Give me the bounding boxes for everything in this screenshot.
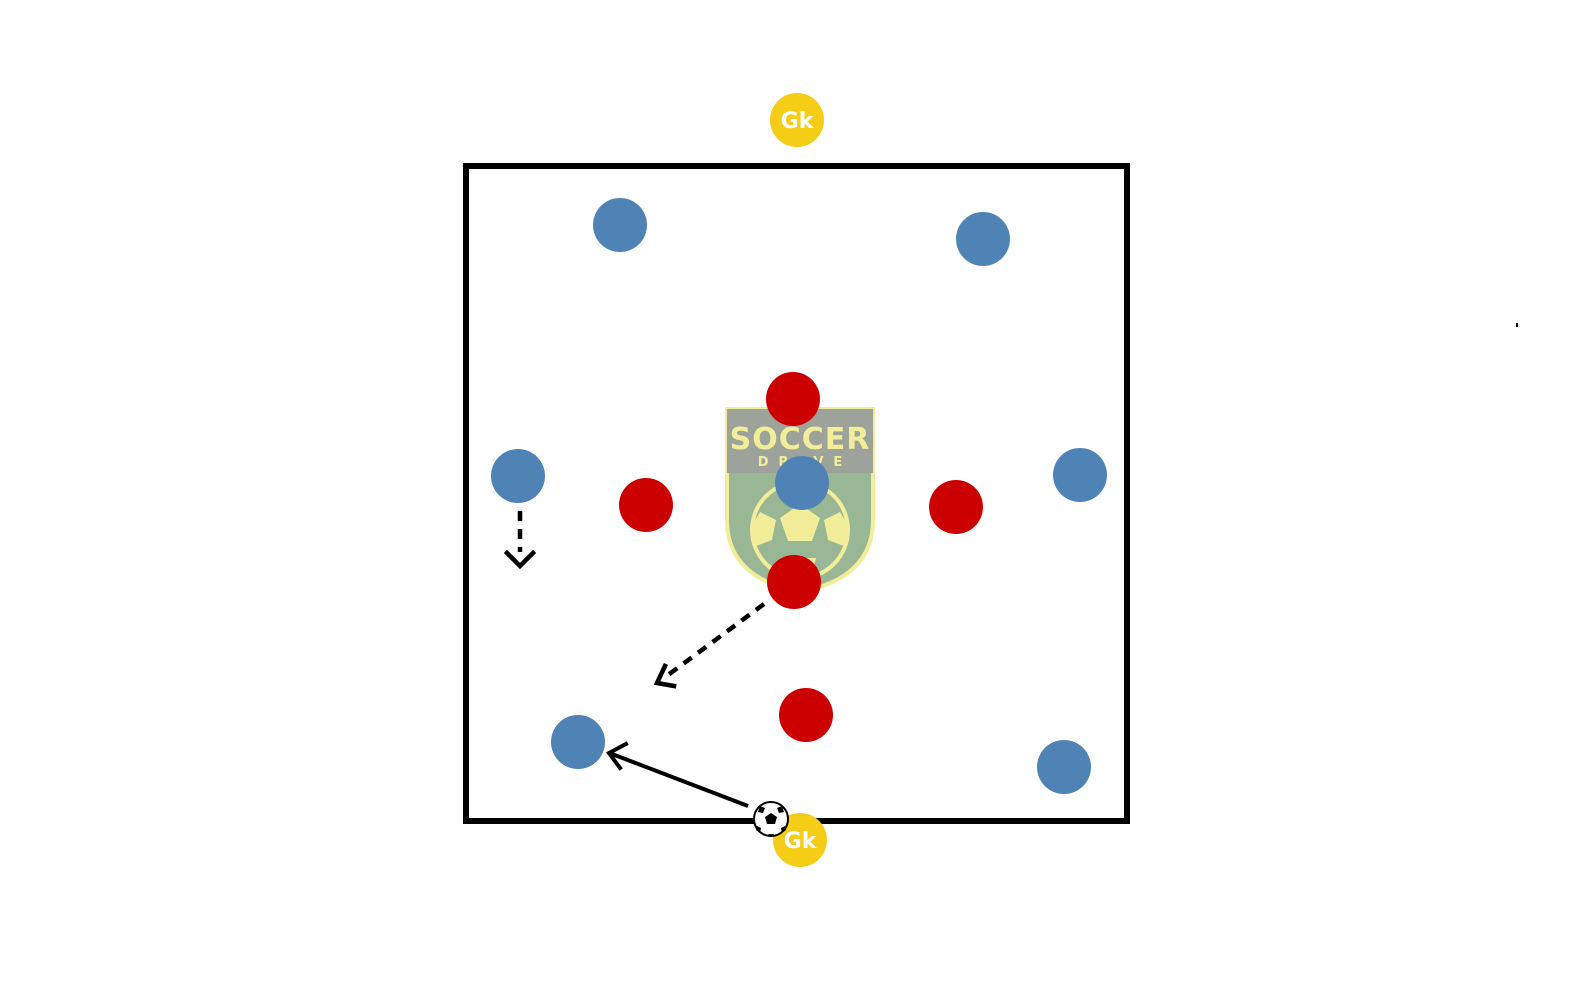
goalkeeper-label: Gk	[784, 829, 818, 854]
red-player	[767, 555, 821, 609]
red-player	[619, 478, 673, 532]
goalkeeper-token	[770, 93, 824, 147]
blue-player	[551, 715, 605, 769]
red-player	[779, 688, 833, 742]
red-player	[929, 480, 983, 534]
soccer-ball-icon	[753, 801, 789, 837]
dashed-run-arrow-diagonal	[653, 602, 766, 689]
solid-pass-arrow	[606, 741, 749, 808]
logo-word: SOCCER	[730, 422, 871, 457]
blue-player	[491, 449, 545, 503]
blue-player	[593, 198, 647, 252]
blue-player	[956, 212, 1010, 266]
red-player	[766, 372, 820, 426]
red-team	[619, 372, 983, 742]
dashed-run-arrow-down	[503, 511, 537, 570]
blue-player-center	[775, 456, 829, 510]
blue-team	[491, 198, 1107, 794]
blue-player	[1037, 740, 1091, 794]
goalkeeper-top: Gk	[770, 93, 824, 147]
stray-dot	[1516, 323, 1518, 327]
goalkeeper-label: Gk	[781, 109, 815, 134]
blue-player	[1053, 448, 1107, 502]
